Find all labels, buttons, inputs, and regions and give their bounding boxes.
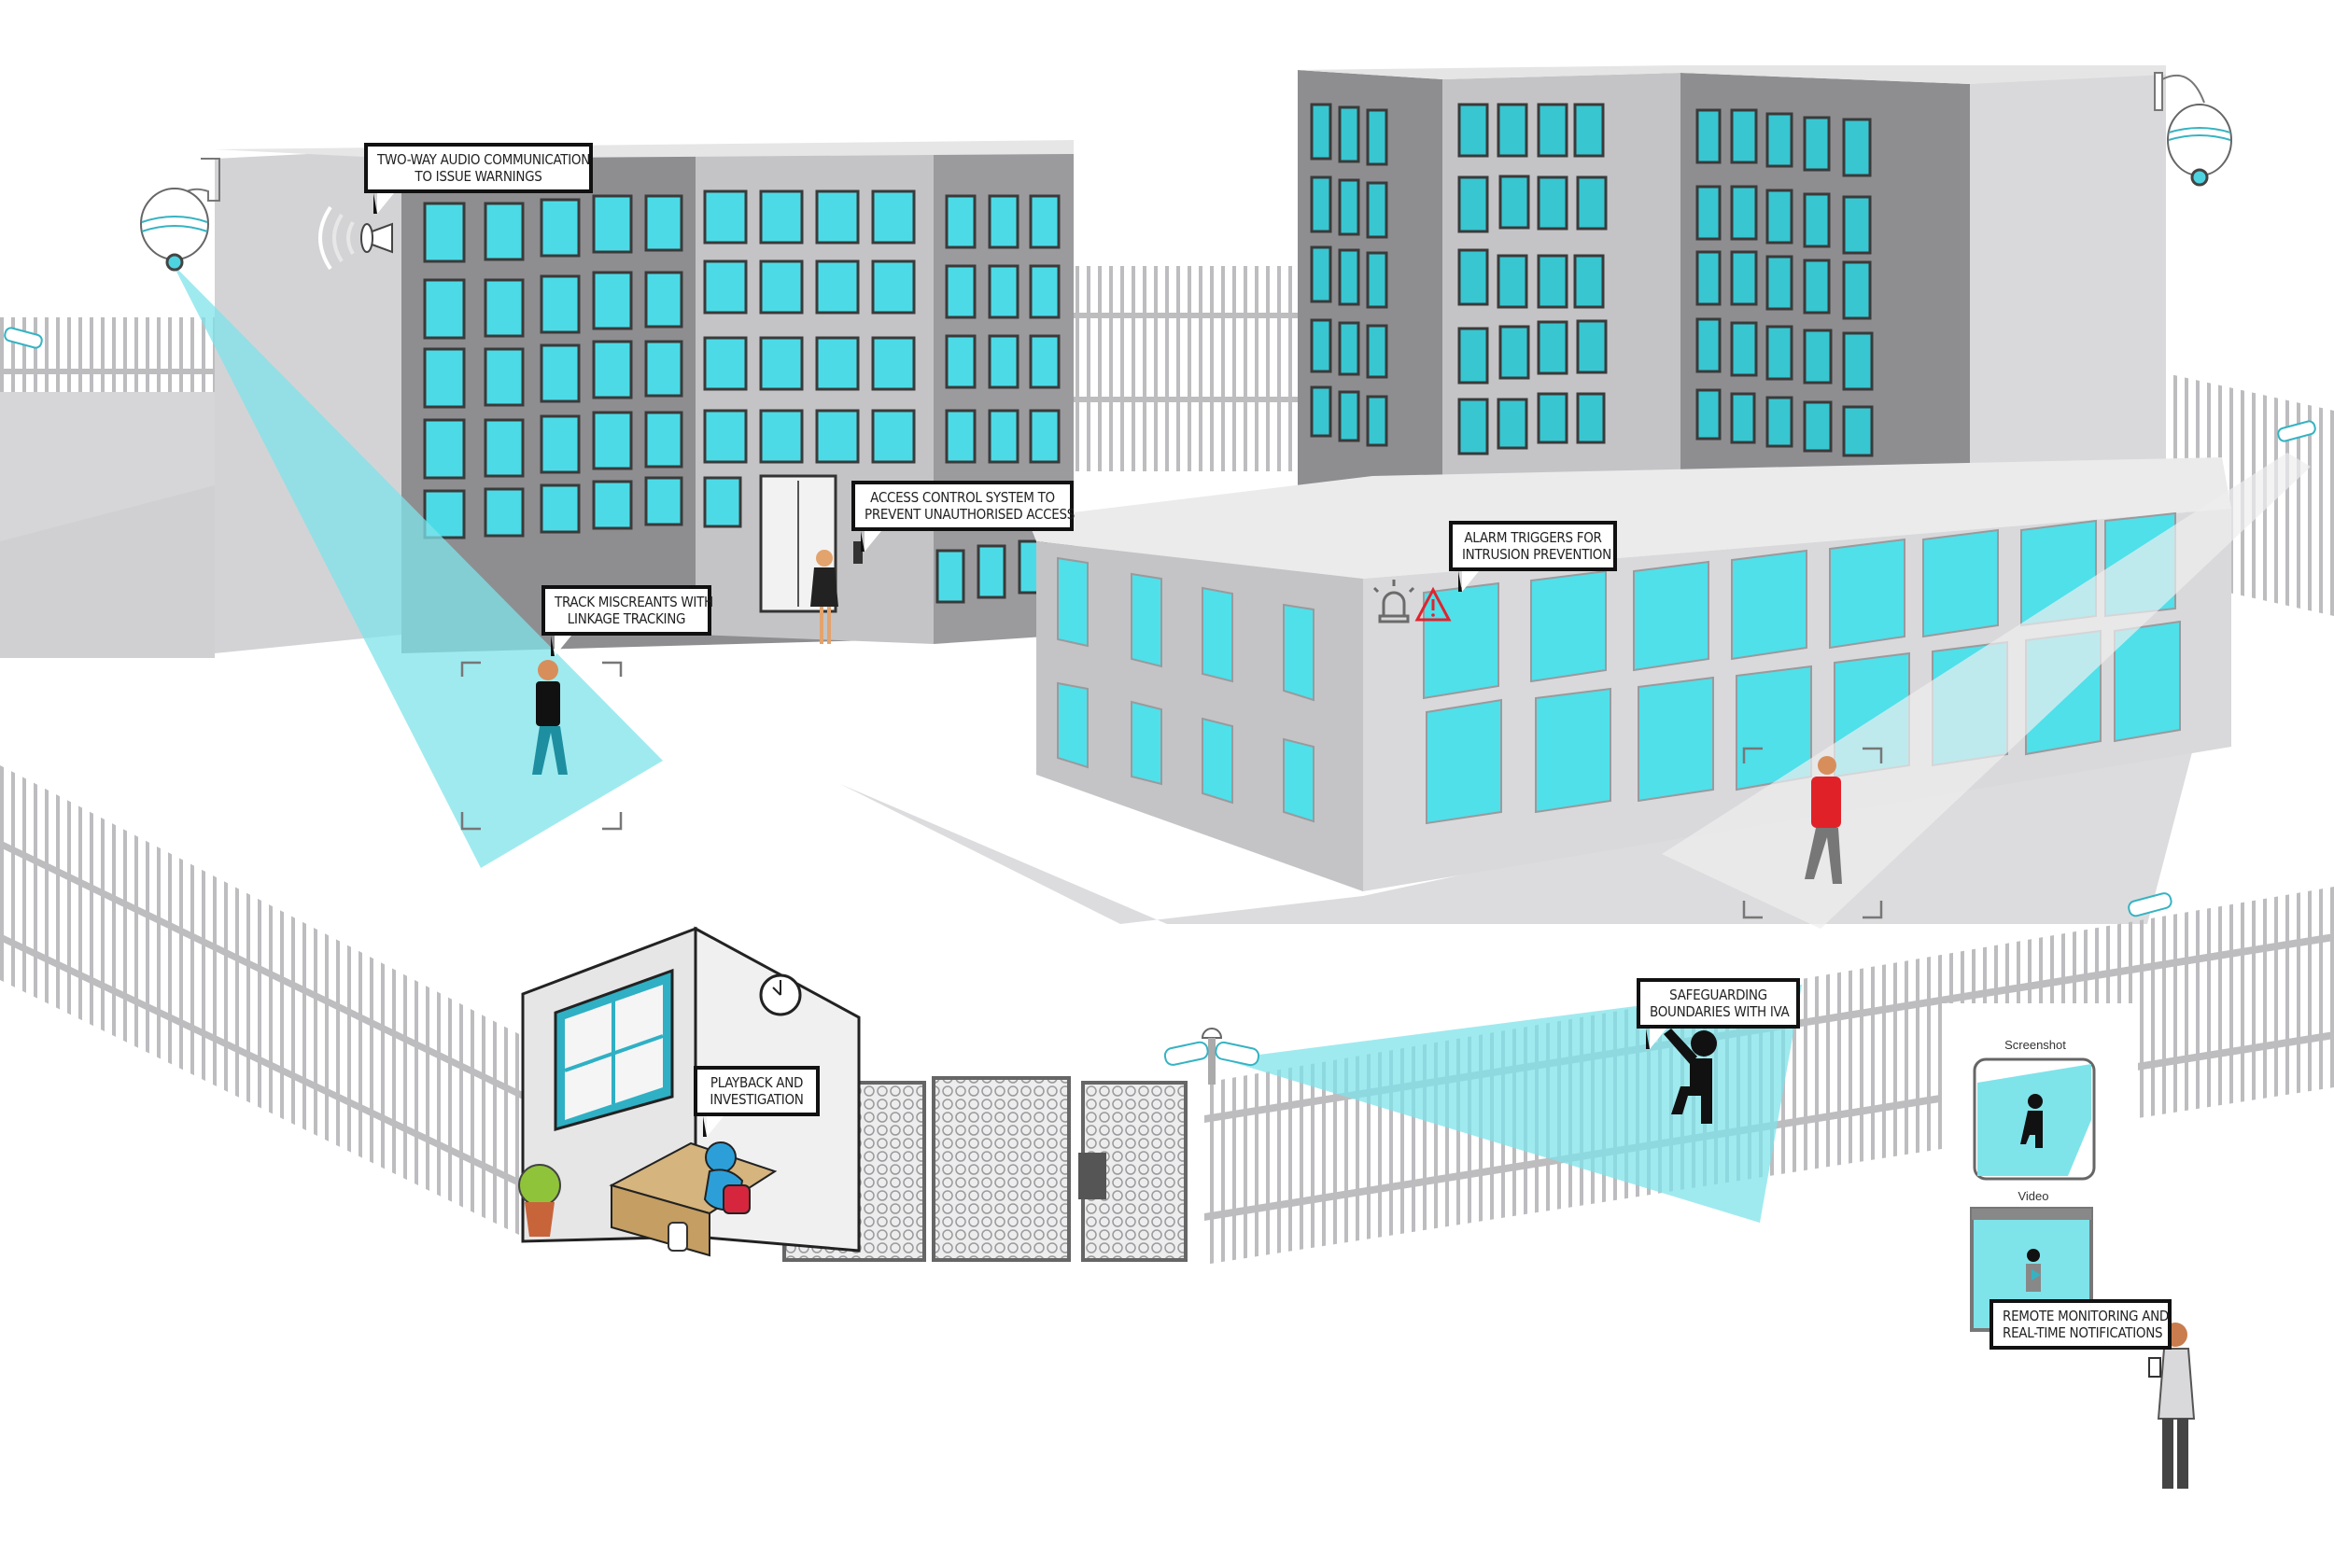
callout-line: REAL-TIME NOTIFICATIONS [2003,1324,2163,1341]
callout-line: INVESTIGATION [710,1091,804,1108]
security-guard [705,1141,737,1173]
tracking-box-left [460,661,623,831]
callout-line: ALARM TRIGGERS FOR [1464,529,1602,546]
callout-line: BOUNDARIES WITH IVA [1650,1003,1790,1020]
bullet-camera-pair-icon [1163,1028,1260,1085]
intruder-silhouette [1664,1029,1717,1124]
callout-track-miscreants: TRACK MISCREANTS WITH LINKAGE TRACKING [541,585,713,656]
front-right-fence [1204,887,2334,1265]
ptz-dome-camera-left-icon [140,158,220,272]
tracking-box-right [1742,747,1883,919]
right-tall-building [1298,65,2166,504]
center-low-building [840,457,2231,924]
person-black-shirt [532,660,568,775]
callout-line: LINKAGE TRACKING [567,610,686,627]
callout-line: TRACK MISCREANTS WITH [555,594,713,610]
screenshot-thumbnail [1973,1057,2096,1181]
plant [518,1164,561,1207]
callout-line: INTRUSION PREVENTION [1462,546,1611,563]
callout-line: PREVENT UNAUTHORISED ACCESS [865,506,1076,523]
callout-alarm-triggers: ALARM TRIGGERS FOR INTRUSION PREVENTION [1449,521,1617,592]
front-left-fence [0,765,523,1237]
callout-access-control: ACCESS CONTROL SYSTEM TO PREVENT UNAUTHO… [851,481,1076,552]
callout-two-way-audio: TWO-WAY AUDIO COMMUNICATION TO ISSUE WAR… [364,143,593,214]
callout-safeguarding-boundaries: SAFEGUARDING BOUNDARIES WITH IVA [1637,978,1800,1049]
bullet-camera-icon [4,327,2316,917]
person-woman-door [810,550,838,644]
callout-line: ACCESS CONTROL SYSTEM TO [870,489,1055,506]
callout-line: TO ISSUE WARNINGS [415,168,542,185]
speaker-icon [318,205,393,271]
callout-line: PLAYBACK AND [710,1074,804,1091]
guard-room [518,926,861,1257]
card-reader-icon [853,541,863,564]
screenshot-label: Screenshot [2004,1038,2066,1052]
callout-playback-investigation: PLAYBACK AND INVESTIGATION [694,1066,820,1137]
callout-line: TWO-WAY AUDIO COMMUNICATION [377,151,590,168]
callout-remote-monitoring: REMOTE MONITORING AND REAL-TIME NOTIFICA… [1990,1299,2172,1350]
siren-icon [1372,580,1415,623]
warning-triangle-icon [1414,586,1452,622]
video-label: Video [2018,1189,2049,1203]
phone-icon [2148,1357,2161,1378]
ptz-dome-camera-right-icon [2154,72,2232,187]
person-red-shirt [1805,756,1842,884]
callout-line: REMOTE MONITORING AND [2003,1308,2170,1324]
callout-line: SAFEGUARDING [1669,987,1767,1003]
